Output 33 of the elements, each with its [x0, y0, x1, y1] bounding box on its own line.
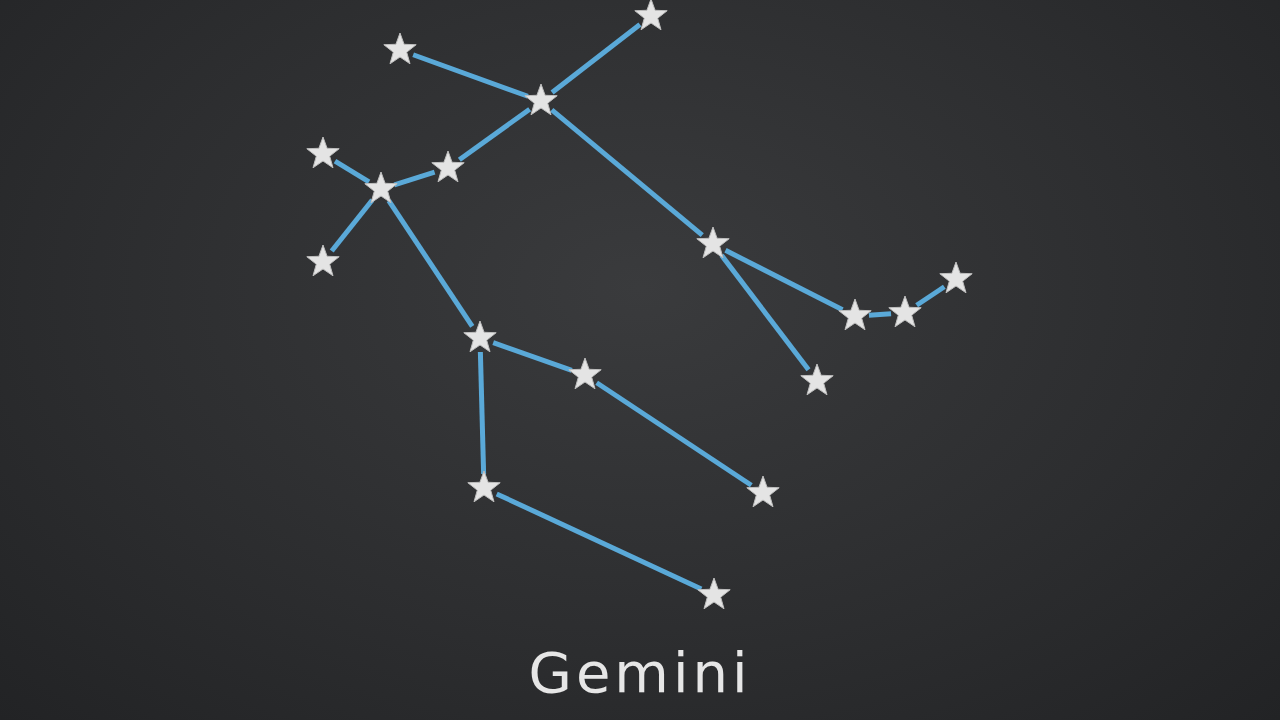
star-node	[364, 172, 398, 206]
star-node	[431, 151, 465, 185]
connector-line	[595, 380, 753, 488]
star-node	[467, 471, 501, 505]
star-node	[939, 262, 973, 296]
connector-line	[492, 340, 573, 373]
star-node	[463, 321, 497, 355]
star-node	[306, 137, 340, 171]
star-node	[383, 33, 417, 67]
connector-line	[550, 108, 704, 237]
title: Gemini	[528, 640, 752, 705]
star-node	[697, 578, 731, 612]
star-node	[888, 296, 922, 330]
connector-line	[495, 491, 703, 592]
star-node	[746, 476, 780, 510]
star-node	[568, 358, 602, 392]
connector-line	[329, 198, 375, 253]
connector-line	[386, 199, 475, 328]
connector-line	[550, 22, 642, 95]
connector-line	[333, 159, 371, 184]
star-node	[306, 245, 340, 279]
connector-line	[724, 248, 844, 312]
star-node	[800, 364, 834, 398]
connector-line	[412, 52, 529, 99]
star-node	[524, 84, 558, 118]
star-node	[838, 299, 872, 333]
connector-line	[477, 351, 487, 475]
connector-line	[393, 169, 436, 188]
connector-line	[457, 107, 532, 162]
star-node	[696, 227, 730, 261]
connector-line	[915, 284, 946, 308]
star-node	[634, 0, 668, 33]
connector-line	[868, 311, 892, 318]
